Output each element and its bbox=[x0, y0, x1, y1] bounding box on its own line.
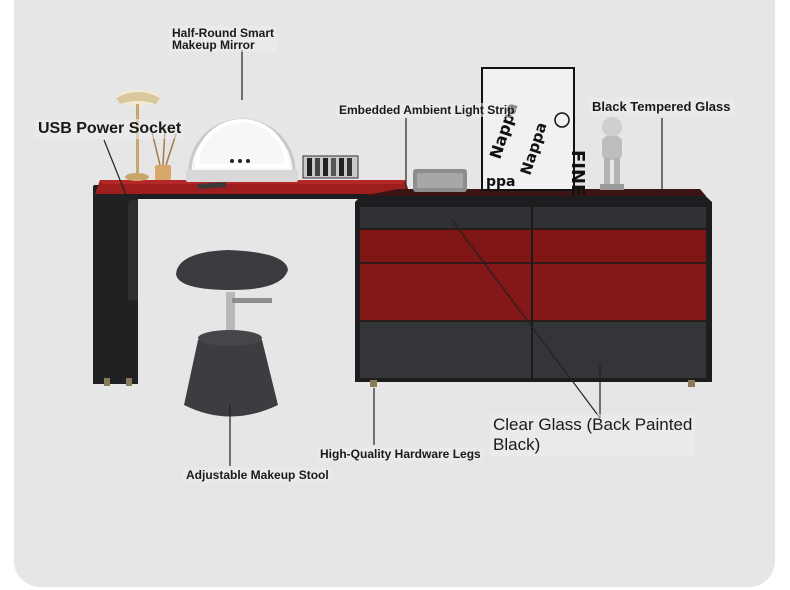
label-mirror: Half-Round Smart Makeup Mirror bbox=[169, 26, 277, 52]
makeup-mirror bbox=[186, 118, 298, 182]
drawer-cabinet bbox=[355, 189, 712, 387]
poster-text-3: FINE bbox=[567, 150, 588, 196]
desk-left bbox=[93, 180, 410, 386]
poster-text-4: ppa bbox=[486, 174, 516, 190]
figurine-sculpture bbox=[600, 117, 624, 190]
label-makeup-stool: Adjustable Makeup Stool bbox=[183, 468, 332, 482]
label-clear-glass: Clear Glass (Back Painted Black) bbox=[490, 414, 696, 456]
makeup-stool bbox=[176, 250, 288, 417]
cosmetics-organizer bbox=[302, 155, 359, 179]
label-light-strip: Embedded Ambient Light Strip bbox=[336, 103, 518, 117]
speaker bbox=[413, 169, 467, 192]
smiley-icon bbox=[554, 112, 570, 128]
phone bbox=[197, 182, 227, 189]
poster: Nappa Nappa FINE ppa bbox=[481, 67, 588, 196]
label-tempered-glass: Black Tempered Glass bbox=[589, 98, 734, 115]
label-hardware-legs: High-Quality Hardware Legs bbox=[317, 447, 484, 461]
callout-lines bbox=[103, 50, 663, 466]
label-usb-socket: USB Power Socket bbox=[35, 119, 185, 139]
table-lamp bbox=[116, 90, 160, 181]
